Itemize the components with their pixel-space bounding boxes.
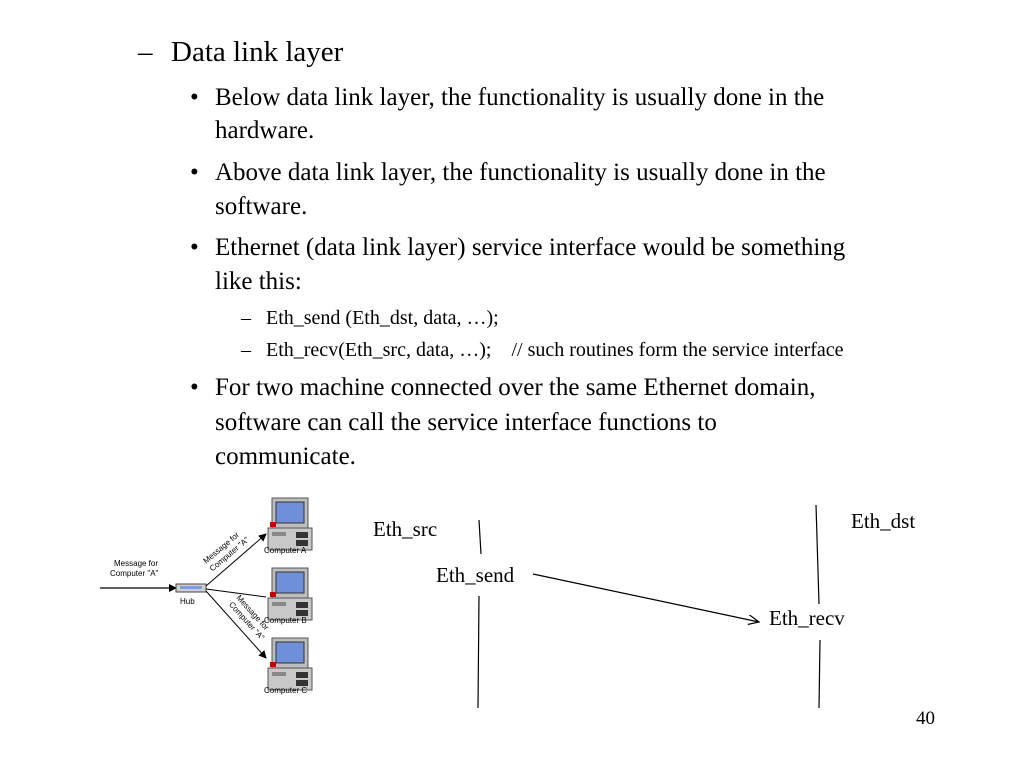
heading-text: Data link layer [171, 36, 344, 68]
computer-b-label: Computer B [264, 616, 307, 625]
bullet-3-line-1: Ethernet (data link layer) service inter… [215, 234, 846, 261]
heading-dash: – [138, 36, 153, 68]
hub-network-diagram: Message for Computer "A" Hub Message for… [100, 497, 313, 695]
src-timeline-top [478, 519, 482, 555]
send-arrow [532, 573, 759, 622]
sub-bullet-eth-send: Eth_send (Eth_dst, data, …); [266, 307, 499, 329]
bullet-marker: • [190, 159, 199, 186]
sub-bullet-dash: – [241, 339, 251, 361]
eth-src-label: Eth_src [373, 517, 438, 541]
eth-recv-label: Eth_recv [769, 606, 845, 630]
dst-timeline-bottom [818, 639, 821, 709]
eth-dst-label: Eth_dst [851, 509, 916, 533]
hub-label: Hub [180, 597, 195, 606]
incoming-label-line-1: Message for [114, 559, 158, 568]
hub-to-computer-c-arrow [205, 590, 267, 659]
bullet-1-line-1: Below data link layer, the functionality… [215, 84, 825, 111]
bullet-1-line-2: hardware. [215, 117, 315, 144]
bullet-4-line-2: software can call the service interface … [215, 409, 717, 436]
bullet-2-line-2: software. [215, 193, 308, 220]
eth-send-label: Eth_send [436, 563, 515, 587]
hub-to-computer-a-arrow [205, 533, 267, 587]
timeline-diagram [477, 504, 821, 709]
bullet-marker: • [190, 374, 199, 401]
src-timeline-bottom [477, 595, 480, 709]
bullet-4-line-3: communicate. [215, 443, 356, 470]
sub-bullet-dash: – [241, 307, 251, 329]
sub-bullet-eth-recv: Eth_recv(Eth_src, data, …); // such rout… [266, 339, 844, 361]
bullet-4-line-1: For two machine connected over the same … [215, 374, 816, 401]
computer-a-label: Computer A [264, 546, 307, 555]
hub-to-computer-b-line [205, 588, 267, 598]
bullet-marker: • [190, 234, 199, 261]
bullet-marker: • [190, 84, 199, 111]
bullet-3-line-2: like this: [215, 268, 302, 295]
page-number: 40 [916, 708, 935, 729]
computer-c-label: Computer C [264, 686, 307, 695]
incoming-label-line-2: Computer "A" [110, 569, 159, 578]
dst-timeline-top [815, 504, 820, 605]
bullet-2-line-1: Above data link layer, the functionality… [215, 159, 826, 186]
hub-icon [175, 583, 207, 593]
